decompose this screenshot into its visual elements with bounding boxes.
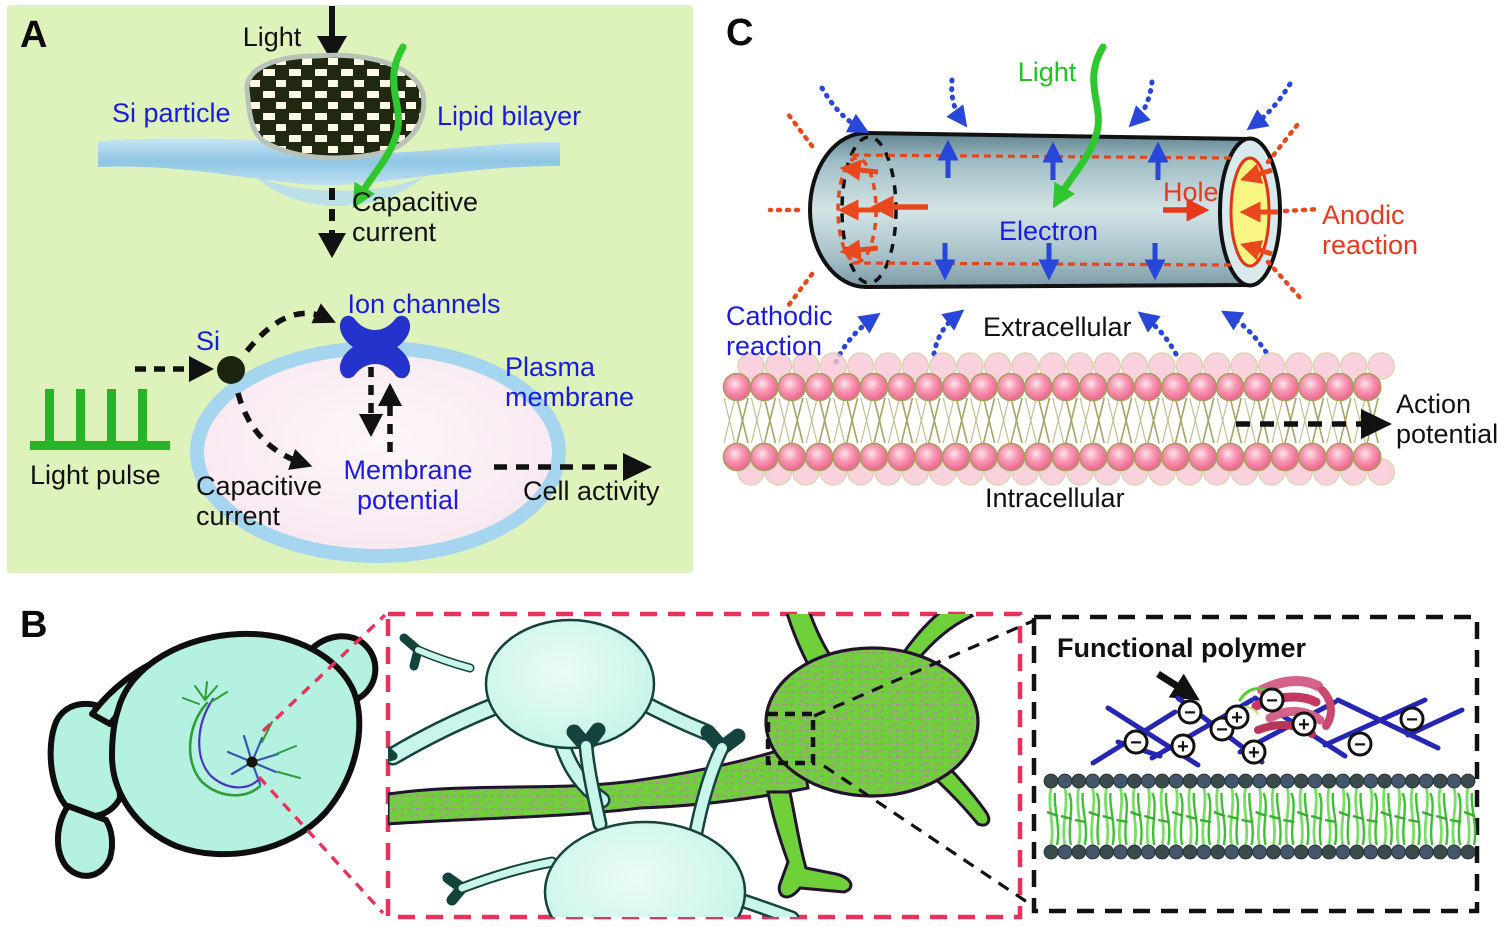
svg-text:+: + — [1248, 742, 1260, 764]
plasma-membrane-label: Plasma membrane — [505, 352, 635, 412]
neuron-zoom-content — [388, 614, 991, 917]
electron-label: Electron — [999, 216, 1099, 246]
negative-charge: − — [1399, 706, 1425, 732]
panel-b-tag: B — [20, 604, 48, 646]
light-pulse-glyph — [30, 389, 170, 450]
light-ray-arrow — [352, 43, 407, 209]
svg-text:−: − — [1216, 719, 1228, 741]
intracellular-label: Intracellular — [985, 483, 1125, 513]
hole-label: Hole — [1163, 177, 1219, 207]
positive-charge: + — [1291, 711, 1317, 737]
brain-neuron-sketch — [182, 681, 301, 797]
polymer-charges: −−−−−−++++ — [1123, 687, 1425, 765]
cathodic-reaction-label: Cathodic reaction — [726, 301, 833, 361]
capacitive-current-arrow — [318, 188, 346, 258]
lipid-bilayer-label: Lipid bilayer — [437, 101, 582, 131]
svg-text:+: + — [1177, 736, 1189, 758]
functional-polymer-label: Functional polymer — [1057, 633, 1307, 663]
light-arrow — [317, 6, 347, 62]
green-axon-trunk — [388, 742, 810, 826]
svg-text:+: + — [1231, 707, 1243, 729]
svg-text:−: − — [1354, 734, 1366, 756]
cell-activity-arrow — [494, 453, 652, 481]
negative-charge: − — [1259, 687, 1285, 713]
channel-potential-arrows — [359, 367, 402, 452]
cyan-neuron-bottom — [442, 722, 800, 917]
positive-charge: + — [1224, 704, 1250, 730]
pulse-to-si-arrow — [135, 356, 214, 382]
positive-charge: + — [1241, 739, 1267, 765]
panel-a-tag: A — [20, 14, 48, 56]
lipid-bilayer-membrane — [722, 352, 1395, 486]
polymer-panel-membrane — [1043, 773, 1477, 860]
functional-polymer-arrow — [1156, 671, 1200, 701]
lipid-bilayer-band — [98, 138, 560, 206]
light-label-a: Light — [242, 22, 302, 52]
cell-activity-label: Cell activity — [523, 476, 660, 506]
ion-channel-shape — [339, 315, 411, 379]
capacitive-current-top-label: Capacitive current — [352, 187, 479, 247]
zoom-lines-red — [257, 613, 387, 915]
light-ray-arrow-main — [1052, 43, 1107, 209]
svg-text:−: − — [1406, 709, 1418, 731]
svg-text:−: − — [1266, 690, 1278, 712]
polymer-zoom-rect — [765, 711, 816, 766]
cathode-hole-arrows — [837, 159, 928, 261]
svg-text:−: − — [1184, 702, 1196, 724]
positive-charge: + — [1170, 733, 1196, 759]
anodic-hole-arrows — [1239, 163, 1278, 261]
cathodic-flux-arrows-bottom — [833, 309, 1269, 365]
negative-charge: − — [1177, 699, 1203, 725]
cathodic-flux-arrows-top — [819, 77, 1293, 134]
cyan-neuron-top — [388, 618, 715, 809]
membrane-potential-label: Membrane potential — [343, 455, 473, 515]
extracellular-label: Extracellular — [983, 312, 1132, 342]
capacitive-current-label: Capacitive current — [196, 471, 323, 531]
light-pulse-label: Light pulse — [30, 460, 161, 490]
svg-text:−: − — [1130, 732, 1142, 754]
panel-a-art — [30, 6, 652, 563]
panel-c-tag: C — [726, 12, 754, 54]
cathodic-rays — [767, 111, 815, 309]
negative-charge: − — [1347, 731, 1373, 757]
panel-c-art — [352, 43, 1395, 486]
si-label: Si — [196, 326, 221, 356]
si-particle — [244, 52, 427, 161]
action-potential-label: Action potential — [1396, 389, 1499, 449]
negative-charge: − — [1123, 729, 1149, 755]
light-label-c: Light — [1017, 57, 1077, 87]
si-to-potential-arrow — [235, 392, 313, 470]
si-particle-label: Si particle — [112, 98, 231, 128]
svg-text:+: + — [1298, 714, 1310, 736]
anodic-rays — [1265, 121, 1323, 303]
brain — [47, 630, 379, 879]
electron-arrows — [934, 139, 1169, 281]
nanowire-back-edge — [840, 135, 898, 285]
action-potential-arrow — [1236, 409, 1392, 439]
panel-b-art: −−−−−−++++ — [47, 611, 1480, 920]
anodic-reaction-label: Anodic reaction — [1322, 200, 1419, 260]
si-to-channels-arrow — [244, 303, 336, 353]
zoom-lines-black — [813, 619, 1034, 908]
ion-channels-label: Ion channels — [347, 289, 501, 319]
si-dot — [217, 356, 245, 384]
